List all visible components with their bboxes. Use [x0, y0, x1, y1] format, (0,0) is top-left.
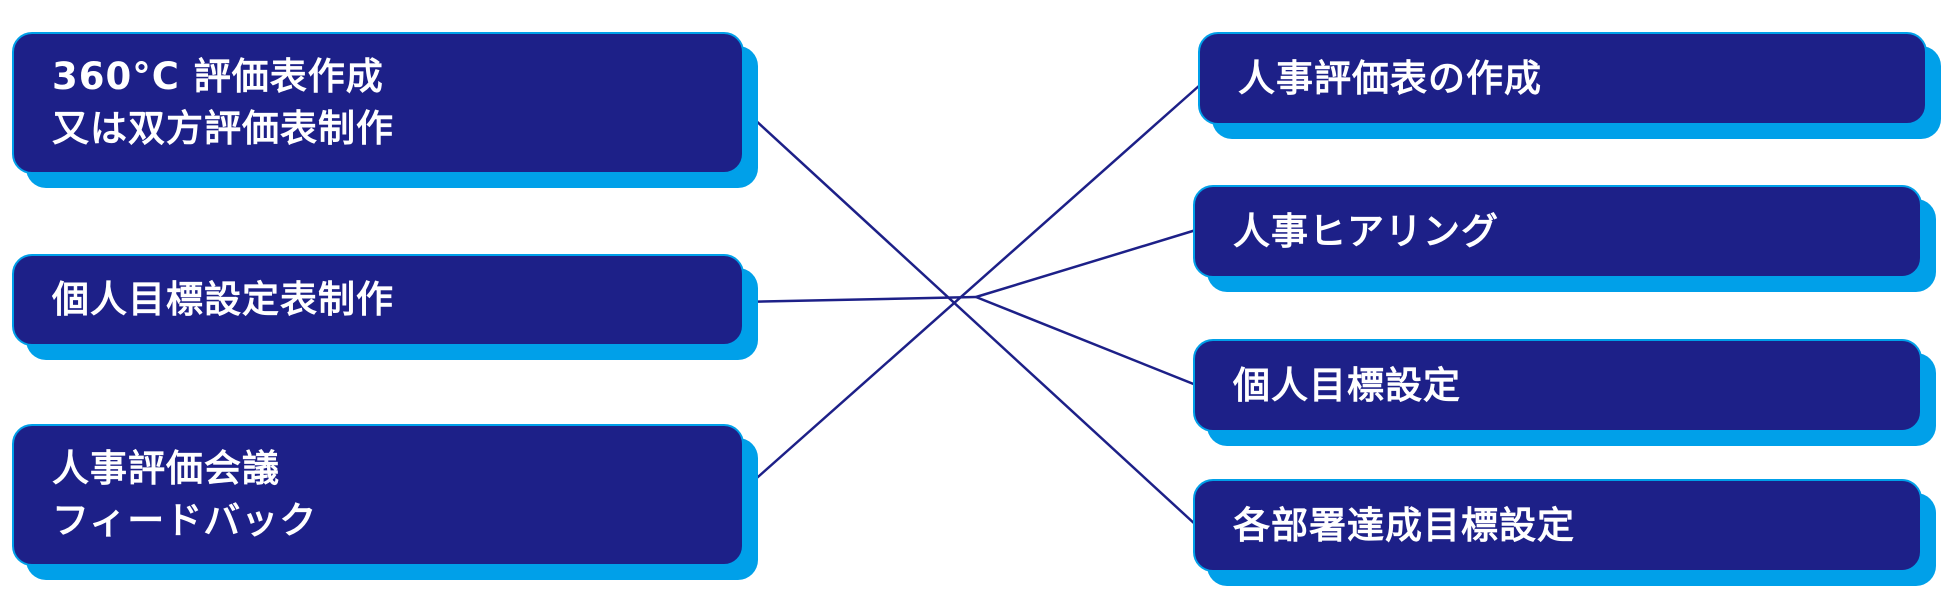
box-face: 360°C 評価表作成 又は双方評価表制作: [12, 32, 744, 174]
box-text-line: 個人目標設定表制作: [52, 278, 394, 321]
connector-left-2-to-right-2: [740, 295, 977, 304]
box-text-line: 360°C 評価表作成: [52, 55, 384, 98]
box-text-line: 人事ヒアリング: [1233, 209, 1499, 253]
box-face: 個人目標設定: [1193, 339, 1922, 432]
box-text-line: 個人目標設定: [1233, 363, 1461, 407]
right-box-department-goal: 各部署達成目標設定: [1193, 479, 1936, 586]
box-face: 人事評価表の作成: [1198, 32, 1927, 125]
right-box-hearing: 人事ヒアリング: [1193, 185, 1936, 292]
box-face: 人事評価会議 フィードバック: [12, 424, 744, 566]
connector-left-3-to-right-1: [740, 84, 1201, 493]
box-text-line: 各部署達成目標設定: [1233, 503, 1575, 547]
box-text-line: 又は双方評価表制作: [52, 107, 394, 150]
connector-hub-to-right-2: [975, 228, 1197, 299]
box-face: 個人目標設定表制作: [12, 254, 744, 346]
box-text-line: フィードバック: [52, 499, 318, 542]
box-text-line: 人事評価表の作成: [1238, 56, 1542, 100]
left-box-360-evaluation: 360°C 評価表作成 又は双方評価表制作: [12, 32, 758, 188]
box-face: 人事ヒアリング: [1193, 185, 1922, 278]
right-box-evaluation-sheet: 人事評価表の作成: [1198, 32, 1941, 139]
right-box-personal-goal: 個人目標設定: [1193, 339, 1936, 446]
left-box-evaluation-meeting: 人事評価会議 フィードバック: [12, 424, 758, 580]
box-text-line: 人事評価会議: [52, 447, 280, 490]
left-box-goal-sheet: 個人目標設定表制作: [12, 254, 758, 360]
connector-left-1-to-right-4: [740, 106, 1197, 526]
connector-hub-to-right-3: [975, 295, 1197, 387]
box-face: 各部署達成目標設定: [1193, 479, 1922, 572]
